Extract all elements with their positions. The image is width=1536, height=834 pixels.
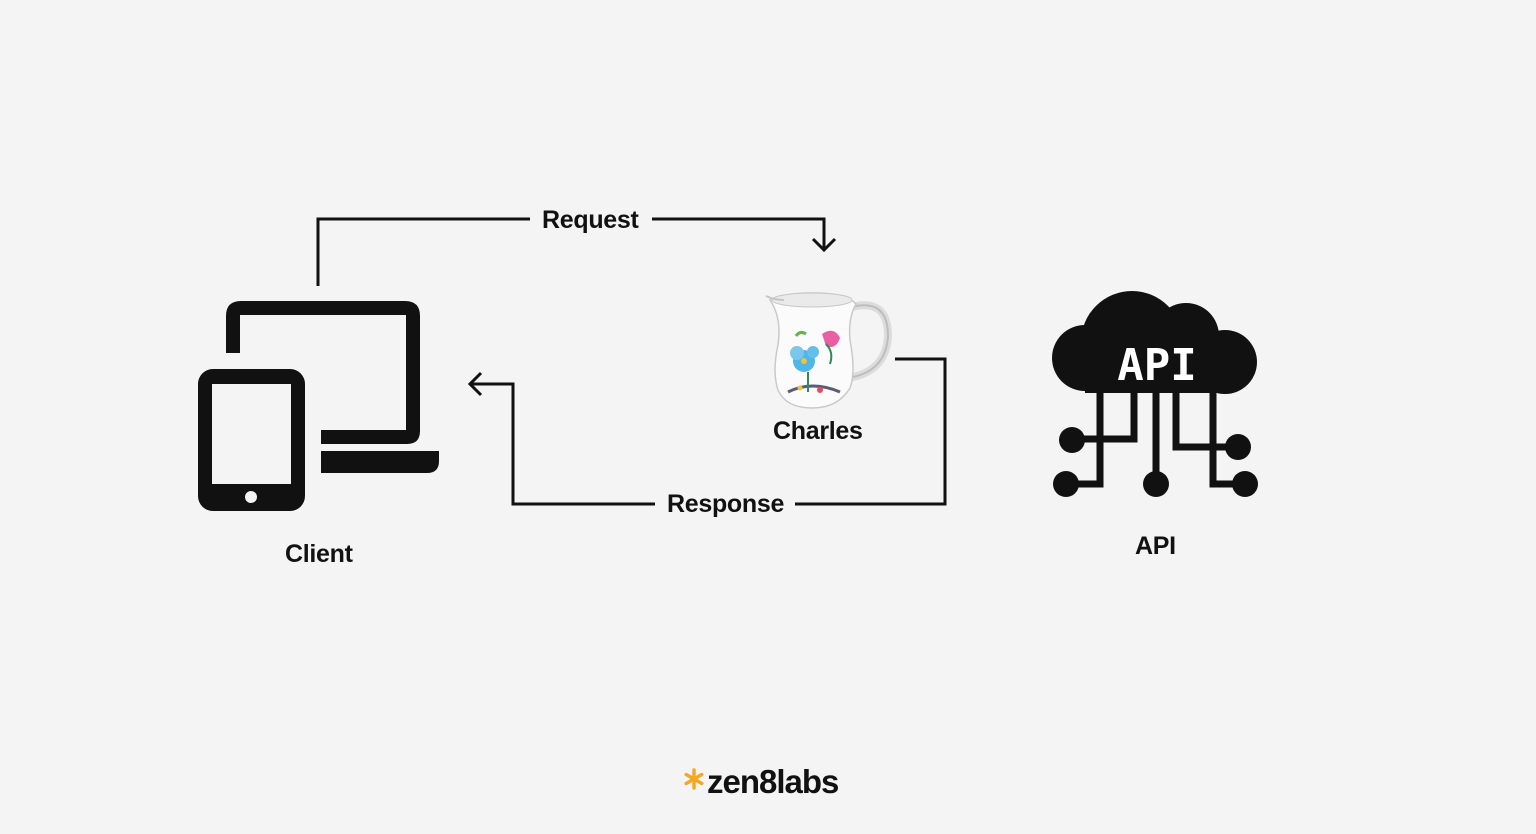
devices-icon (198, 301, 439, 511)
brand-logo: zen8labs (683, 763, 839, 801)
brand-name: zen8labs (707, 763, 839, 800)
charles-jug-icon (765, 292, 893, 409)
api-label: API (1135, 532, 1176, 560)
cloud-api-icon: API (1052, 291, 1258, 497)
request-label: Request (542, 206, 639, 234)
client-label: Client (285, 540, 353, 568)
charles-label: Charles (773, 417, 863, 445)
asterisk-icon (684, 768, 704, 790)
response-label: Response (667, 490, 785, 518)
response-arrow (467, 357, 947, 506)
api-cloud-text: API (1117, 340, 1196, 391)
request-arrow (316, 217, 837, 286)
